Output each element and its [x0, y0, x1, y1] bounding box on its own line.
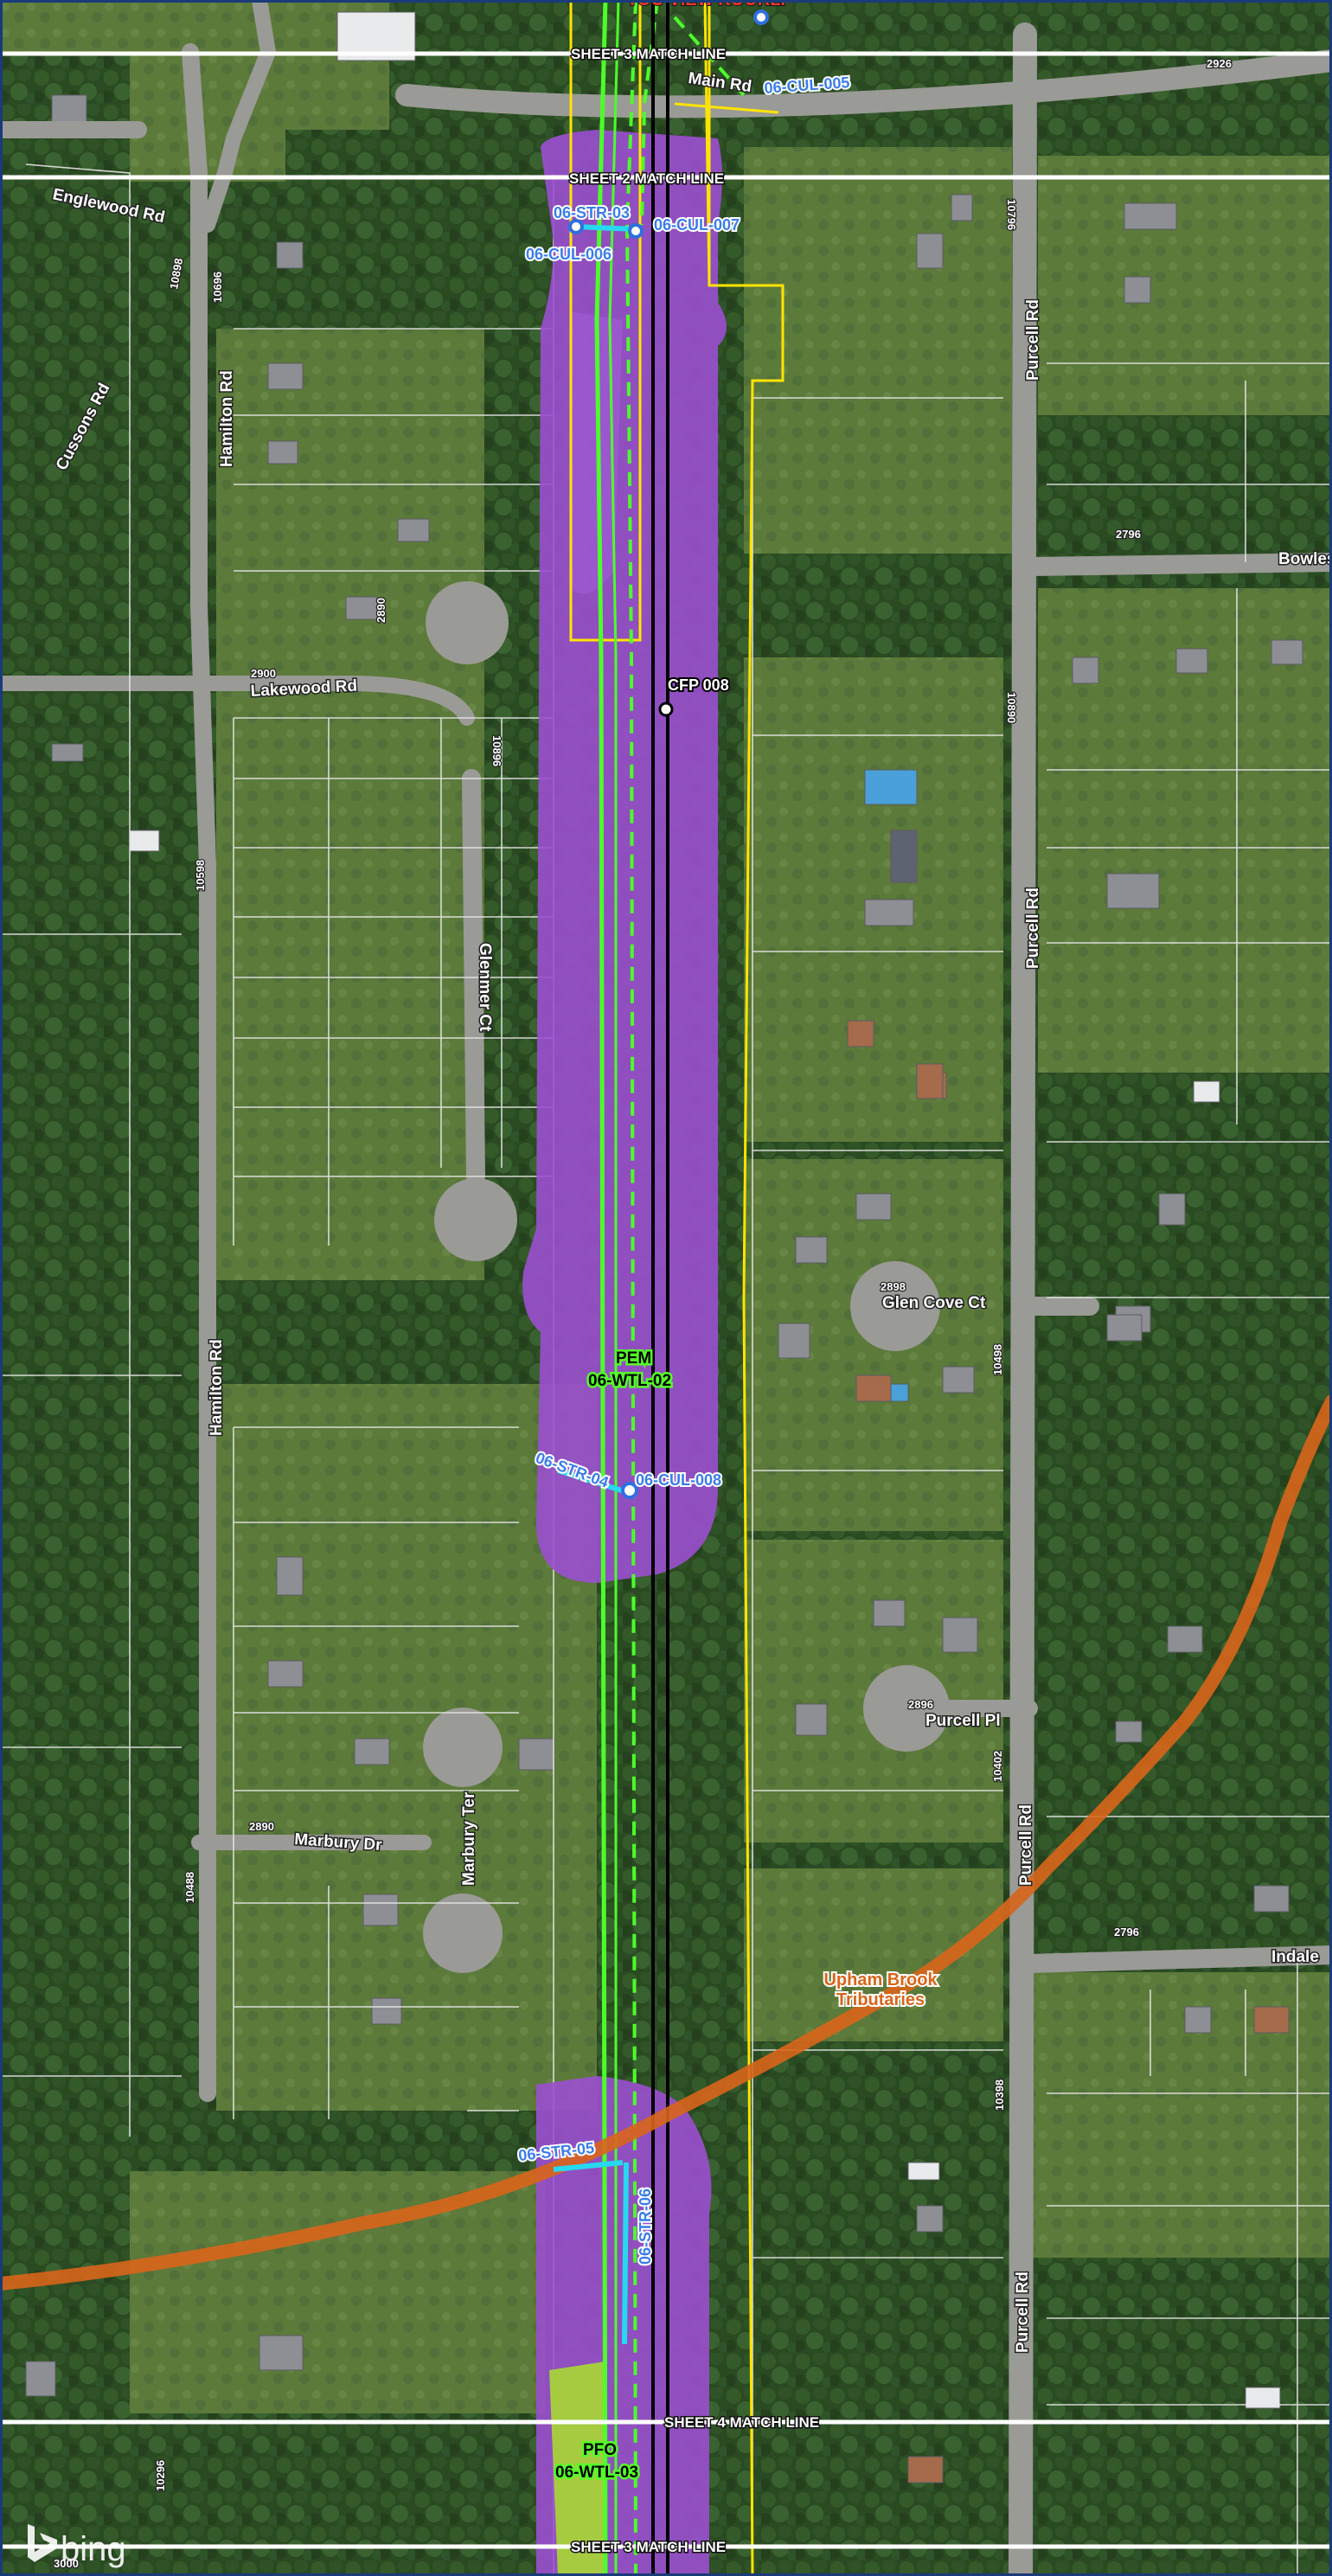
cfp-008-point[interactable]	[658, 702, 674, 717]
match-line-sheet3-top: SHEET 3 MATCH LINE	[571, 46, 726, 62]
svg-text:Upham Brook: Upham Brook	[823, 1970, 938, 1990]
label-06-str-06[interactable]: 06-STR-06	[635, 2187, 656, 2266]
road-label-hamilton-upper: Hamilton Rd	[218, 370, 236, 467]
svg-text:2890: 2890	[249, 1820, 274, 1833]
svg-text:10598: 10598	[194, 860, 207, 891]
svg-text:2896: 2896	[908, 1698, 933, 1711]
svg-text:10896: 10896	[490, 735, 503, 766]
svg-text:10796: 10796	[1005, 199, 1018, 230]
svg-text:2898: 2898	[881, 1280, 906, 1293]
svg-text:2796: 2796	[1116, 528, 1141, 541]
svg-text:2926: 2926	[1207, 57, 1232, 70]
road-label-glenmer: Glenmer Ct	[476, 943, 494, 1032]
road-label-bowles: Bowles	[1278, 550, 1332, 568]
pfo-area[interactable]	[549, 2361, 605, 2576]
match-line-sheet4: SHEET 4 MATCH LINE	[664, 2414, 819, 2431]
road-label-marbury-ter: Marbury Ter	[460, 1791, 478, 1886]
svg-text:3000: 3000	[54, 2557, 79, 2570]
parcel-lines	[0, 87, 1332, 2576]
stream-segments[interactable]	[553, 224, 637, 2345]
match-line-labels: SHEET 3 MATCH LINE SHEET 2 MATCH LINE SH…	[568, 45, 821, 2557]
transmission-centerline	[651, 0, 669, 2576]
svg-text:bing: bing	[61, 2530, 126, 2568]
upham-brook-tributary[interactable]	[0, 1394, 1332, 2291]
bing-watermark: bing	[28, 2524, 126, 2568]
right-of-way	[594, 0, 746, 2576]
svg-text:10890: 10890	[1005, 692, 1018, 723]
label-cfp-008[interactable]: CFP 008	[666, 675, 731, 695]
culvert-markers[interactable]	[568, 10, 769, 1499]
svg-text:2890: 2890	[375, 598, 387, 623]
match-lines	[0, 51, 1332, 2549]
bing-logo-icon	[28, 2524, 57, 2562]
stream-name-label: Upham Brook Tributaries	[822, 1969, 939, 2011]
road-label-purcell-2: Purcell Rd	[1024, 888, 1042, 969]
cul-de-sacs	[423, 581, 950, 1973]
match-line-sheet3-bottom: SHEET 3 MATCH LINE	[571, 2539, 726, 2555]
label-pem[interactable]: PEM	[614, 1348, 654, 1370]
label-06-wtl-03[interactable]: 06-WTL-03	[554, 2462, 641, 2484]
label-06-cul-008[interactable]: 06-CUL-008	[634, 1470, 723, 1490]
svg-text:Tributaries: Tributaries	[836, 1990, 925, 2009]
svg-text:10398: 10398	[993, 2079, 1006, 2111]
top-cutoff-label: TOO VIEW KOOKLI	[627, 0, 785, 10]
wetland-labels: PEM 06-WTL-02 PFO 06-WTL-03	[554, 1348, 674, 2484]
match-line-sheet2: SHEET 2 MATCH LINE	[569, 170, 724, 187]
road-label-hamilton-lower: Hamilton Rd	[208, 1339, 226, 1436]
svg-text:2900: 2900	[251, 667, 276, 680]
svg-text:10498: 10498	[991, 1344, 1004, 1375]
svg-text:2796: 2796	[1114, 1926, 1139, 1938]
svg-text:10402: 10402	[991, 1751, 1004, 1782]
svg-text:10488: 10488	[183, 1872, 196, 1903]
road-label-purcell-1: Purcell Rd	[1024, 299, 1042, 381]
parcel-numbers: 2926 10796 10898 10696 2796 2890 2900 10…	[53, 56, 1233, 2572]
label-06-wtl-02[interactable]: 06-WTL-02	[586, 1370, 674, 1393]
label-06-str-03[interactable]: 06-STR-03	[552, 202, 631, 223]
road-label-glen-cove: Glen Cove Ct	[882, 1294, 986, 1312]
label-pfo[interactable]: PFO	[581, 2439, 619, 2462]
label-06-cul-006[interactable]: 06-CUL-006	[524, 244, 613, 265]
road-label-indale: Indale	[1271, 1948, 1319, 1966]
study-area-boundary	[569, 0, 784, 2576]
road-label-purcell-pl: Purcell Pl	[925, 1712, 1001, 1730]
label-06-cul-007[interactable]: 06-CUL-007	[652, 215, 741, 235]
road-label-purcell-4: Purcell Rd	[1014, 2272, 1032, 2353]
svg-text:10696: 10696	[211, 272, 224, 303]
svg-text:10296: 10296	[154, 2460, 167, 2491]
road-label-purcell-3: Purcell Rd	[1017, 1804, 1035, 1886]
